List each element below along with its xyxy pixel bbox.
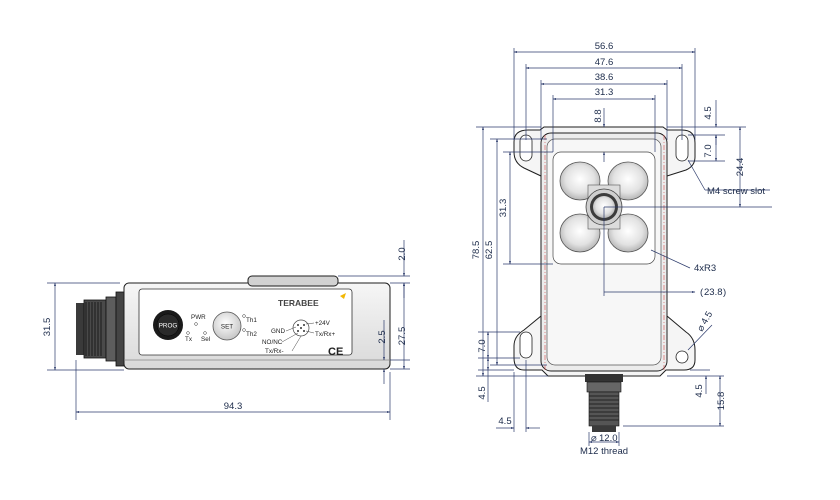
- front-connector: [585, 374, 623, 432]
- screw-slot-label: M4 screw slot: [707, 186, 765, 197]
- thread-label: M12 thread: [580, 446, 628, 457]
- screw-slot-bottom-left: [519, 331, 533, 359]
- pwr-label: PWR: [191, 314, 206, 321]
- dim-sensor-h: 31.3: [498, 199, 509, 218]
- txrx-neg-label: Tx/Rx-: [265, 348, 284, 355]
- dim-top-offset: 2.0: [397, 247, 408, 260]
- dim-w-inner: 31.3: [595, 87, 614, 98]
- dim-half-width: 23.8: [704, 287, 723, 298]
- dim-h-body: 62.5: [484, 241, 495, 260]
- side-label-plate: [138, 288, 353, 356]
- sel-label: Sel: [201, 336, 210, 343]
- dim-height: 31.5: [42, 318, 53, 337]
- dim-hole: 4.5: [699, 310, 715, 327]
- dim-w-total: 56.6: [595, 41, 614, 52]
- dim-bottom-margin-right: 4.5: [694, 384, 705, 397]
- dim-length: 94.3: [224, 401, 243, 412]
- side-connector: [76, 291, 125, 367]
- ce-mark: CE: [328, 346, 343, 358]
- dim-slot-len: 7.0: [703, 144, 714, 157]
- dim-thread-dia: 12.0: [599, 433, 618, 444]
- front-dimensions: 56.6 47.6 38.6 31.3 8.8 4.5: [471, 41, 772, 457]
- side-dimensions: 31.5 94.3 2.0 27.5 2.5: [42, 240, 410, 420]
- dim-connector-len: 15.8: [716, 392, 727, 411]
- dim-half-width-paren-open: (: [700, 287, 704, 298]
- nonc-label: NO/NC: [262, 339, 283, 346]
- dim-step: 2.5: [377, 330, 388, 343]
- gnd-label: GND: [271, 328, 285, 335]
- dim-body-height: 27.5: [397, 327, 408, 346]
- side-top-cap: [247, 275, 339, 287]
- th1-label: Th1: [246, 317, 257, 324]
- pin-diagram-icon: [281, 319, 315, 352]
- dim-bottom-margin-left-h: 4.5: [477, 386, 488, 399]
- prog-button-label: PROG: [159, 323, 178, 330]
- dim-half-width-paren-close: ): [723, 287, 726, 298]
- screw-hole-bottom-right: [675, 350, 689, 364]
- dim-w-body: 38.6: [595, 72, 614, 83]
- dim-center-y: 24.4: [735, 158, 746, 177]
- brand-logo-icon: [340, 293, 346, 299]
- tx-label: Tx: [185, 336, 193, 343]
- dim-slot-len-bottom: 7.0: [477, 339, 488, 352]
- dim-bottom-margin-left: 4.5: [498, 416, 511, 427]
- txrx-pos-label: Tx/Rx+: [315, 331, 335, 338]
- set-button-label: SET: [221, 324, 233, 331]
- radius-label: 4xR3: [694, 263, 716, 274]
- dim-h-total: 78.5: [471, 241, 482, 260]
- front-view: 56.6 47.6 38.6 31.3 8.8 4.5: [471, 41, 772, 457]
- set-knob-icon: [212, 311, 242, 341]
- v24-label: +24V: [315, 320, 331, 327]
- dim-thread-symbol: ⌀: [591, 433, 597, 444]
- dim-w-slots: 47.6: [595, 57, 614, 68]
- dim-slot-top: 4.5: [703, 106, 714, 119]
- side-view: PROG PWR Tx Sel SET Th1 Th2 TERABEE GND: [42, 240, 410, 420]
- dim-hole-symbol: ⌀: [695, 323, 708, 334]
- brand-logo-text: TERABEE: [278, 298, 319, 308]
- dim-offset-top: 8.8: [593, 109, 604, 122]
- th2-label: Th2: [246, 331, 257, 338]
